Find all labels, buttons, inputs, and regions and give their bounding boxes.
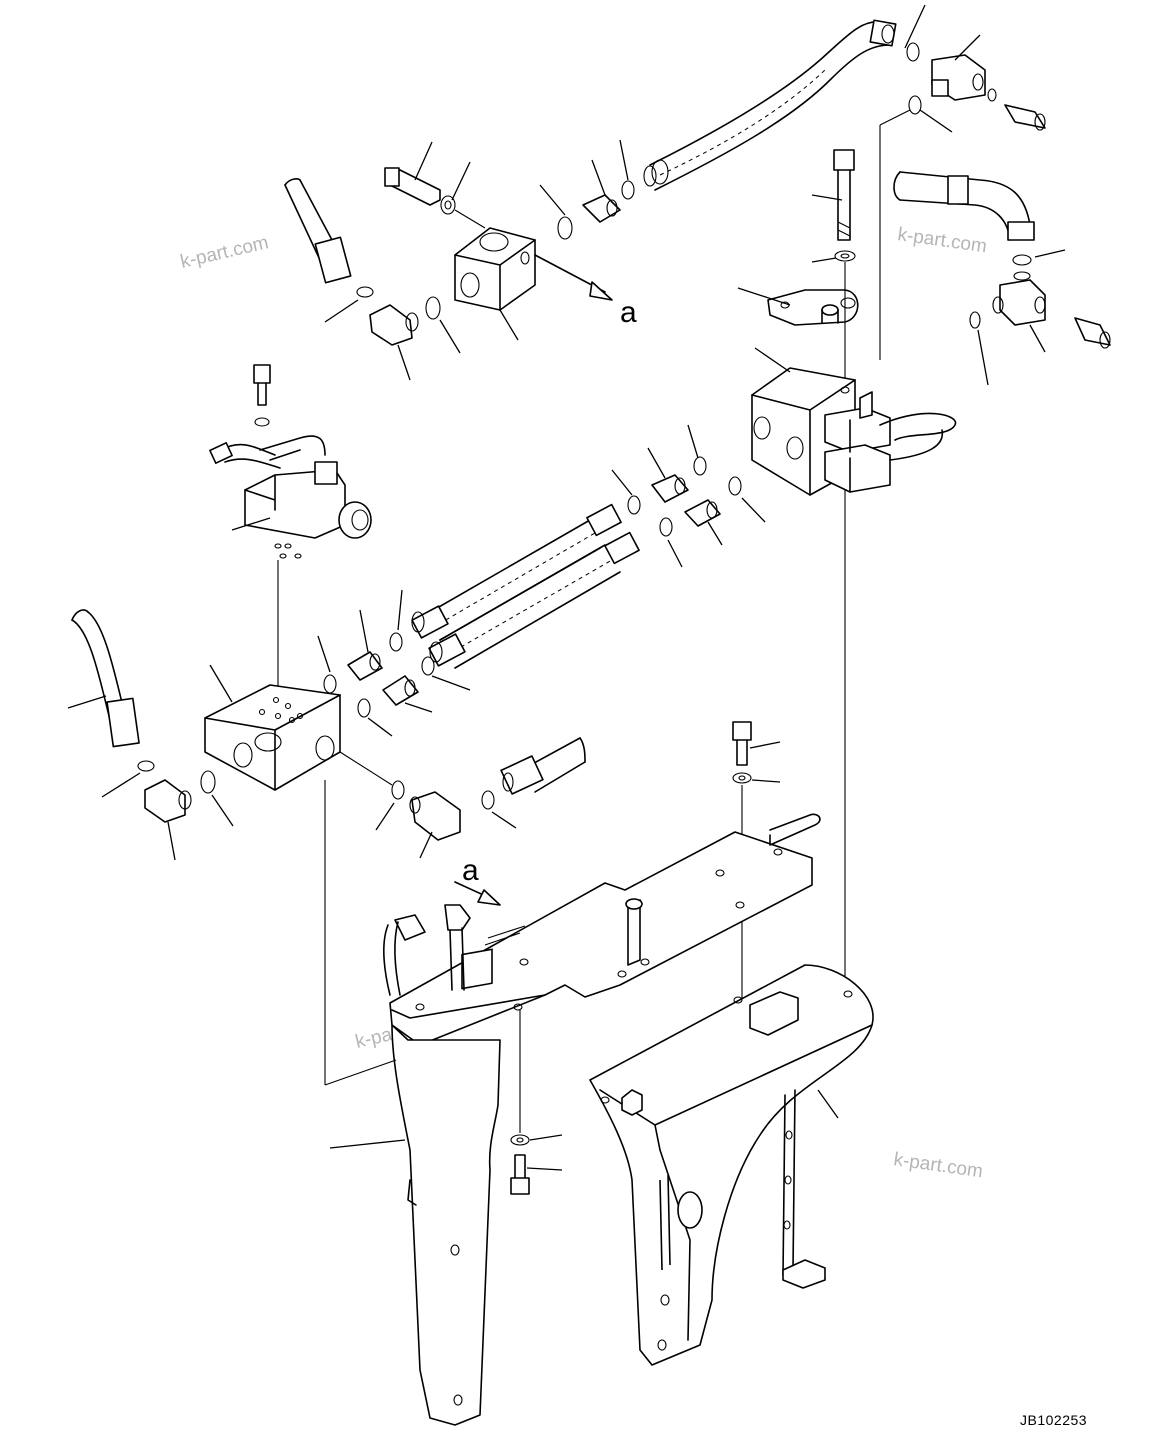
hose-icon — [284, 178, 352, 284]
bolt-icon — [253, 364, 271, 406]
fitting-icon — [382, 675, 419, 706]
watermark-text: k-part.com — [892, 1149, 984, 1182]
valve-block-icon — [204, 684, 341, 791]
fitting-icon — [1004, 104, 1046, 131]
o-ring-icon — [906, 42, 920, 62]
watermark-text: k-part.com — [896, 224, 988, 257]
view-label-a: a — [462, 854, 479, 887]
watermark-text: k-part.com — [178, 232, 270, 273]
o-ring-icon — [323, 674, 337, 694]
o-ring-icon — [969, 311, 981, 329]
fitting-icon — [347, 651, 383, 681]
o-ring-icon — [421, 656, 435, 676]
bracket-icon — [589, 964, 874, 1366]
solenoid-valve-icon — [751, 367, 957, 496]
washer-icon — [510, 1134, 530, 1146]
fitting-icon — [651, 474, 689, 503]
o-ring-icon — [481, 790, 495, 810]
arrow-icon — [589, 281, 613, 301]
fitting-icon — [1074, 317, 1111, 349]
o-ring-icon — [1012, 254, 1032, 266]
o-ring-icon — [356, 286, 374, 298]
o-ring-icon — [627, 495, 641, 515]
washer-icon — [834, 250, 856, 262]
tee-fitting-icon — [931, 54, 997, 102]
elbow-fitting-icon — [144, 779, 192, 823]
washer-icon — [732, 772, 752, 784]
bolt-icon — [384, 167, 441, 206]
hose-icon — [71, 609, 140, 748]
hose-icon — [500, 737, 586, 795]
o-ring-icon — [137, 760, 155, 772]
o-ring-icon — [557, 216, 573, 240]
o-ring-icon — [425, 296, 441, 320]
o-ring-icon — [389, 632, 403, 652]
washer-icon — [440, 195, 456, 215]
valve-block-icon — [454, 227, 536, 311]
hose-icon — [643, 19, 897, 191]
bolt-icon — [833, 149, 855, 241]
o-ring-icon — [693, 456, 707, 476]
bracket-icon — [767, 289, 859, 326]
o-ring-icon — [391, 780, 405, 800]
o-ring-icon — [659, 517, 673, 537]
tee-fitting-icon — [992, 271, 1046, 326]
fitting-icon — [684, 499, 721, 527]
fitting-icon — [582, 194, 621, 223]
elbow-fitting-icon — [369, 304, 419, 346]
o-ring-icon — [621, 180, 635, 200]
view-label-a: a — [620, 296, 637, 329]
bolt-icon — [510, 1154, 530, 1195]
hose-icon — [893, 171, 1035, 241]
drawing-code: JB102253 — [1020, 1412, 1087, 1428]
elbow-fitting-icon — [409, 791, 461, 841]
o-ring-icon — [200, 770, 216, 794]
bracket-icon — [383, 904, 501, 1426]
solenoid-icon — [209, 435, 372, 539]
hose-icon — [411, 503, 640, 669]
o-ring-icon — [728, 476, 742, 496]
o-ring-icon — [357, 698, 371, 718]
washer-icon — [254, 417, 270, 427]
bolt-icon — [732, 721, 752, 766]
arrow-icon — [477, 889, 501, 906]
o-ring-icon — [908, 95, 922, 115]
o-ring-icon — [274, 543, 302, 559]
